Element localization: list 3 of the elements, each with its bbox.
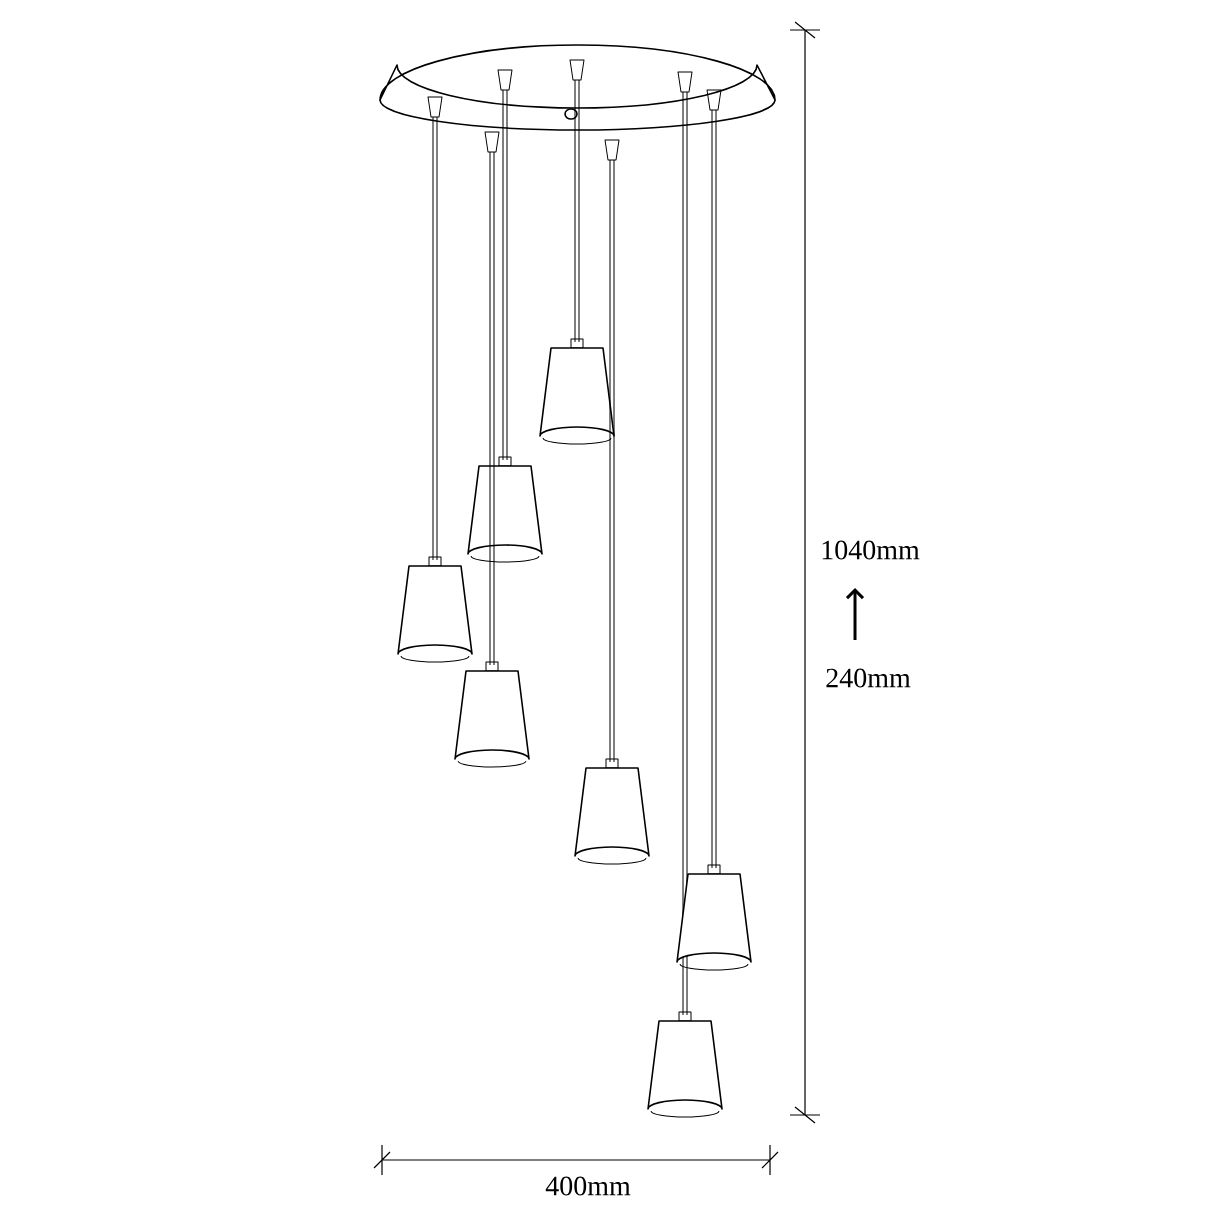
dimension-label: 240mm [826, 668, 911, 688]
dimension-label: 1040mm [822, 540, 920, 560]
dimension-label: 400mm [545, 1176, 631, 1196]
